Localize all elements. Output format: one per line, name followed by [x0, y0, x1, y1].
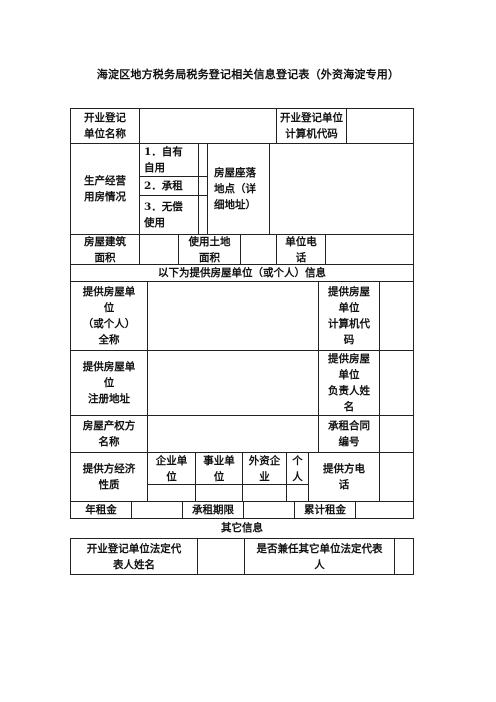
option-self-owned[interactable]: 1．自有 自用 — [139, 143, 199, 177]
label-land-area: 使用土地 面积 — [178, 234, 241, 265]
label-provider-code: 提供房屋 单位 计算机代 码 — [318, 281, 380, 351]
label-provider-name: 提供房屋单 位 （或个人） 全称 — [70, 281, 148, 351]
field-provider-head[interactable] — [379, 350, 414, 416]
label-lease-term: 承租期限 — [182, 501, 244, 519]
field-premises-location[interactable] — [269, 143, 414, 235]
field-land-area[interactable] — [240, 234, 277, 265]
field-unit-name[interactable] — [139, 108, 277, 144]
label-economic-nature: 提供方经济 性质 — [70, 452, 148, 502]
label-unit-code: 开业登记单位 计算机代码 — [276, 108, 347, 144]
field-annual-rent[interactable] — [131, 501, 183, 519]
field-provider-phone[interactable] — [379, 452, 414, 502]
label-premises-location: 房屋座落 地点（详 细地址） — [207, 143, 270, 235]
field-unit-phone[interactable] — [325, 234, 414, 265]
option-institution[interactable]: 事业单 位 — [195, 452, 243, 485]
checkbox-individual[interactable] — [286, 484, 309, 502]
label-total-rent: 累计租金 — [294, 501, 356, 519]
label-property-owner: 房屋产权方 名称 — [70, 415, 148, 453]
field-building-area[interactable] — [139, 234, 179, 265]
option-individual[interactable]: 个 人 — [286, 452, 309, 485]
field-legal-rep-name[interactable] — [197, 538, 245, 575]
field-provider-name[interactable] — [147, 281, 319, 351]
field-unit-code[interactable] — [346, 108, 414, 144]
checkbox-foreign-enterprise[interactable] — [242, 484, 287, 502]
other-info-table: 开业登记单位法定代 表人姓名 是否兼任其它单位法定代表 人 — [70, 538, 414, 575]
checkbox-institution[interactable] — [195, 484, 243, 502]
label-unit-name: 开业登记 单位名称 — [70, 108, 140, 144]
label-building-area: 房屋建筑 面积 — [70, 234, 140, 265]
label-provider-address: 提供房屋单 位 注册地址 — [70, 350, 148, 416]
option-foreign-enterprise[interactable]: 外资企 业 — [242, 452, 287, 485]
registration-form: 开业登记 单位名称 开业登记单位 计算机代码 生产经营 用房情况 1．自有 自用… — [70, 108, 414, 519]
label-contract-number: 承租合同 编号 — [318, 415, 380, 453]
label-premises-usage: 生产经营 用房情况 — [70, 143, 140, 235]
checkbox-enterprise[interactable] — [147, 484, 196, 502]
field-total-rent[interactable] — [355, 501, 414, 519]
section-header-other: 其它信息 — [221, 522, 263, 534]
page-title: 海淀区地方税务局税务登记相关信息登记表（外资海淀专用） — [96, 68, 400, 81]
field-lease-term[interactable] — [243, 501, 295, 519]
option-enterprise[interactable]: 企业单 位 — [147, 452, 196, 485]
label-legal-rep-name: 开业登记单位法定代 表人姓名 — [70, 538, 198, 575]
field-concurrent-post[interactable] — [394, 538, 414, 575]
section-header-provider: 以下为提供房屋单位（或个人）信息 — [70, 264, 414, 282]
field-contract-number[interactable] — [379, 415, 414, 453]
field-provider-address[interactable] — [147, 350, 319, 416]
option-free-use[interactable]: 3．无偿 使用 — [139, 195, 199, 235]
label-provider-phone: 提供方电 话 — [308, 452, 380, 502]
field-provider-code[interactable] — [379, 281, 414, 351]
field-property-owner[interactable] — [147, 415, 319, 453]
label-unit-phone: 单位电 话 — [276, 234, 326, 265]
label-annual-rent: 年租金 — [70, 501, 132, 519]
label-concurrent-post: 是否兼任其它单位法定代表 人 — [244, 538, 395, 575]
label-provider-head: 提供房屋 单位 负责人姓 名 — [318, 350, 380, 416]
option-leased[interactable]: 2．承租 — [139, 176, 199, 196]
